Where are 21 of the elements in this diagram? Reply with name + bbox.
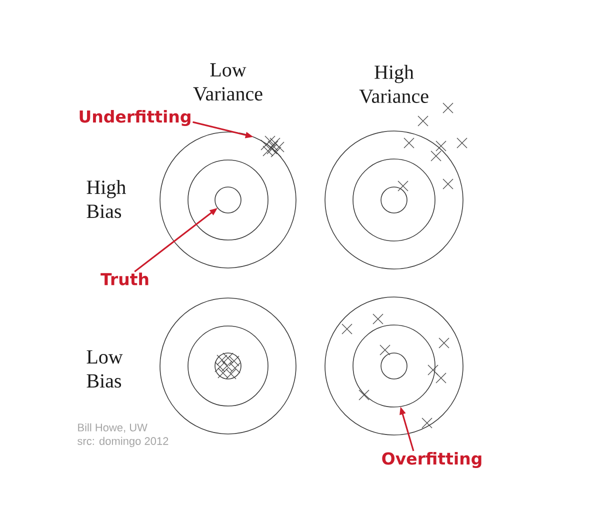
bullseye xyxy=(380,186,408,214)
outer-ring xyxy=(160,132,296,268)
bullseye xyxy=(380,352,408,380)
column-heading: Low Variance xyxy=(193,63,262,101)
column-heading: High Variance xyxy=(359,64,428,104)
credit-text: src: domingo 2012 xyxy=(78,436,168,448)
middle-ring xyxy=(352,324,436,408)
row-heading: Low Bias xyxy=(86,350,123,388)
annotation-label: Underfitting xyxy=(80,110,190,126)
annotation-label: Overfitting xyxy=(382,452,482,468)
middle-ring xyxy=(352,158,436,242)
credit-text: Bill Howe, UW xyxy=(78,423,148,433)
middle-ring xyxy=(188,326,268,406)
outer-ring xyxy=(160,298,296,434)
middle-ring xyxy=(188,160,268,240)
annotation-label: Truth xyxy=(100,272,148,286)
bullseye xyxy=(214,352,242,380)
outer-ring xyxy=(324,130,464,270)
outer-ring xyxy=(324,296,464,436)
bullseye xyxy=(214,186,242,214)
row-heading: High Bias xyxy=(86,180,126,218)
